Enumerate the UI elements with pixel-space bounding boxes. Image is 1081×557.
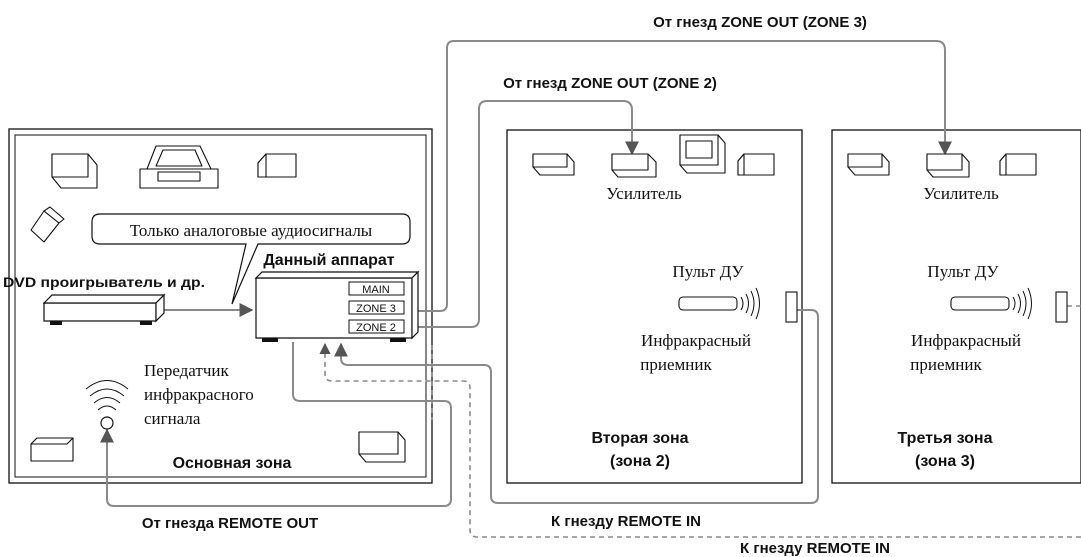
zone2-port — [348, 319, 405, 334]
this-unit-label: Данный аппарат — [263, 252, 394, 269]
main-port-label: MAIN — [362, 284, 390, 296]
zone3-receiver-label-line1: Инфракрасный — [911, 331, 1021, 350]
surround-left-speaker — [30, 437, 74, 462]
zone3-ir-receiver — [1055, 291, 1068, 323]
zone2-amplifier-speaker — [611, 153, 657, 178]
zone3-remote-label: Пульт ДУ — [927, 262, 999, 281]
zone3-audio-cable — [403, 40, 952, 312]
zone2-ir-receiver — [785, 291, 798, 323]
zone2-left-speaker — [532, 153, 575, 176]
zone2-right-speaker — [737, 153, 775, 176]
zone3-remote-in-cable — [325, 305, 1081, 538]
analog-only-callout: Только аналоговые аудиосигналы — [91, 213, 411, 305]
dvd-player — [42, 293, 166, 325]
remote-out-label: От гнезда REMOTE OUT — [142, 515, 318, 532]
zone3-source-label: От гнезд ZONE OUT (ZONE 3) — [653, 14, 867, 31]
front-left-speaker — [51, 153, 98, 189]
zone2-audio-cable — [403, 100, 639, 328]
zone3-right-speaker — [999, 153, 1037, 176]
zone3-receiver-label-line2: приемник — [910, 355, 982, 374]
zone3-amplifier-speaker — [926, 153, 970, 178]
zone3-port-label: ZONE 3 — [356, 303, 396, 315]
ir-transmitter — [85, 380, 129, 430]
center-speaker — [139, 145, 219, 189]
zone2-port-label: ZONE 2 — [356, 322, 396, 334]
tweeter-speaker — [30, 206, 65, 243]
ir-transmitter-label-line3: сигнала — [144, 409, 201, 428]
zone2-name-line2: (зона 2) — [610, 453, 670, 470]
zone3-name-line2: (зона 3) — [915, 453, 975, 470]
surround-right-speaker — [358, 431, 406, 463]
main-zone-room-inner — [14, 134, 427, 478]
zone2-remote-label: Пульт ДУ — [672, 262, 744, 281]
zone3-port — [348, 300, 405, 315]
zone3-room — [831, 129, 1081, 484]
zone2-name-line1: Вторая зона — [591, 430, 688, 447]
av-receiver-unit: MAIN ZONE 3 ZONE 2 — [254, 270, 420, 342]
remote-in-zone2-label: К гнезду REMOTE IN — [551, 513, 701, 530]
main-zone-room — [8, 128, 433, 484]
zone2-room — [506, 129, 803, 484]
zone2-receiver-label-line1: Инфракрасный — [641, 331, 751, 350]
zone2-center-speaker — [679, 134, 726, 174]
main-zone-label: Основная зона — [173, 455, 292, 472]
front-right-speaker — [257, 153, 297, 178]
remote-out-cable — [100, 342, 452, 507]
zone3-name-line1: Третья зона — [898, 430, 993, 447]
zone3-remote-control — [950, 287, 1032, 320]
remote-in-zone3-label: К гнезду REMOTE IN — [740, 540, 890, 557]
main-port — [348, 281, 405, 296]
zone3-amplifier-label: Усилитель — [923, 184, 999, 203]
zone2-remote-in-cable — [334, 309, 819, 504]
zone3-left-speaker — [847, 153, 890, 176]
dvd-player-label: DVD проигрыватель и др. — [3, 274, 205, 290]
ir-transmitter-label-line2: инфракрасного — [144, 385, 254, 404]
ir-transmitter-label-line1: Передатчик — [144, 361, 229, 380]
analog-only-text: Только аналоговые аудиосигналы — [130, 221, 373, 240]
zone2-remote-control — [678, 287, 760, 320]
zone2-receiver-label-line2: приемник — [640, 355, 712, 374]
zone2-amplifier-label: Усилитель — [606, 184, 682, 203]
zone2-source-label: От гнезд ZONE OUT (ZONE 2) — [503, 75, 717, 92]
